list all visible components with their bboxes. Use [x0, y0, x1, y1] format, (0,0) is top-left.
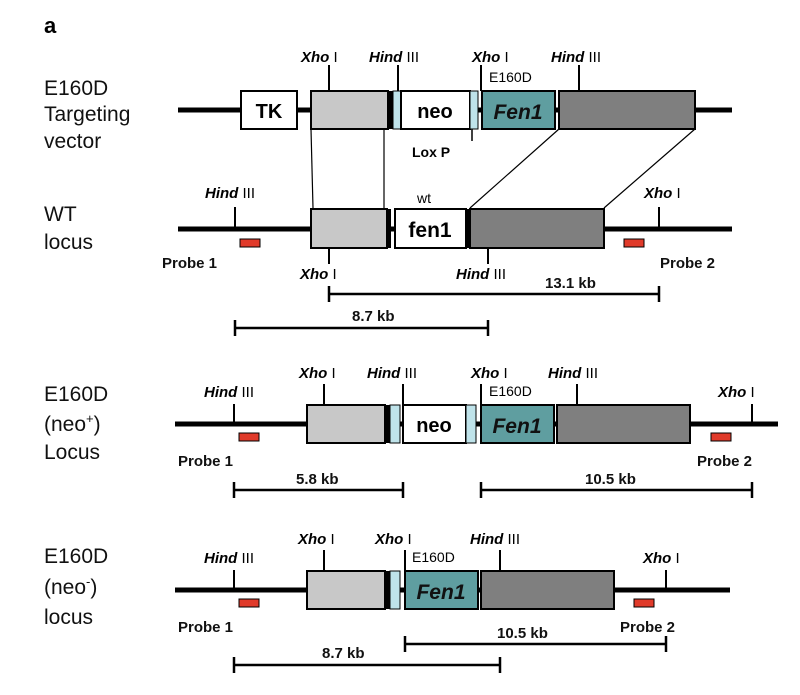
- fen1-mutant-label: Fen1: [492, 415, 541, 438]
- fragment-size-label: 8.7 kb: [322, 645, 365, 662]
- fen1-wt-box: [394, 208, 467, 249]
- row-label-neo-minus-line3: locus: [44, 606, 93, 629]
- fen1-mutant-label: Fen1: [493, 101, 542, 124]
- xho-site-label: Xho I: [374, 531, 412, 548]
- panel-letter: a: [44, 13, 57, 38]
- row-label-neo-plus-line2: (neo+): [44, 411, 101, 436]
- xho-site-label: Xho I: [471, 49, 509, 66]
- hind-site-label: Hind III: [456, 266, 506, 283]
- row-label-neo-plus-line3: Locus: [44, 441, 100, 464]
- probe1-label: Probe 1: [162, 255, 217, 272]
- probe2-marker: [710, 432, 732, 442]
- wt-locus-row: WT locus fen1 wt Hind III Xho I Hind III…: [44, 185, 732, 336]
- e160d-mutation-label: E160D: [489, 383, 532, 399]
- short-arm-box: [306, 404, 386, 444]
- short-arm-box: [310, 208, 388, 249]
- tk-box: [240, 90, 298, 130]
- hind-site-label: Hind III: [369, 49, 419, 66]
- xho-site-label: Xho I: [470, 365, 508, 382]
- wt-allele-label: wt: [416, 190, 431, 206]
- fen1-mutant-box: [480, 404, 555, 444]
- neo-plus-locus-row: E160D (neo+) Locus neo Fen1 Hind III Xho…: [44, 365, 778, 498]
- row-label-wt-line2: locus: [44, 231, 93, 254]
- probe2-label: Probe 2: [620, 619, 675, 636]
- loxp-label: Lox P: [412, 144, 450, 160]
- exon-bar: [385, 571, 390, 609]
- fen1-mutant-box: [481, 90, 556, 130]
- fragment-size-label: 5.8 kb: [296, 471, 339, 488]
- loxp-left-box: [389, 404, 401, 444]
- homology-lines: [310, 128, 696, 209]
- fen1-mutant-label: Fen1: [416, 581, 465, 604]
- row-label-neo-minus-line1: E160D: [44, 545, 108, 568]
- xho-site-label: Xho I: [297, 531, 335, 548]
- neo-box: [400, 90, 471, 130]
- xho-site-label: Xho I: [642, 550, 680, 567]
- hind-site-label: Hind III: [204, 384, 254, 401]
- loxp-box: [389, 570, 401, 610]
- probe1-marker: [238, 432, 260, 442]
- neo-label: neo: [417, 101, 453, 123]
- xho-site-label: Xho I: [300, 49, 338, 66]
- targeting-vector-row: E160D Targeting vector TK neo Fen1 Xho I…: [44, 49, 732, 160]
- fragment-size-label: 10.5 kb: [585, 471, 636, 488]
- probe2-label: Probe 2: [697, 453, 752, 470]
- long-arm-box: [558, 90, 696, 130]
- probe2-marker: [623, 238, 645, 248]
- xho-site-label: Xho I: [298, 365, 336, 382]
- probe1-label: Probe 1: [178, 619, 233, 636]
- row-label-targeting-line2: Targeting: [44, 103, 130, 126]
- neo-minus-locus-row: E160D (neo-) locus Fen1 Hind III Xho I X…: [44, 531, 730, 673]
- long-arm-box: [556, 404, 691, 444]
- probe2-label: Probe 2: [660, 255, 715, 272]
- e160d-mutation-label: E160D: [489, 69, 532, 85]
- probe2-marker: [633, 598, 655, 608]
- hind-site-label: Hind III: [367, 365, 417, 382]
- row-label-neo-minus-line2: (neo-): [44, 574, 97, 599]
- long-arm-box: [469, 208, 605, 249]
- hind-site-label: Hind III: [205, 185, 255, 202]
- homology-line: [310, 128, 314, 209]
- fragment-size-label: 13.1 kb: [545, 275, 596, 292]
- homology-line: [603, 128, 696, 209]
- hind-site-label: Hind III: [204, 550, 254, 567]
- short-arm-box: [306, 570, 386, 610]
- row-label-wt-line1: WT: [44, 203, 77, 226]
- probe1-marker: [238, 598, 260, 608]
- hind-site-label: Hind III: [548, 365, 598, 382]
- exon-bar: [385, 405, 390, 443]
- fragment-size-label: 10.5 kb: [497, 625, 548, 642]
- row-label-neo-plus-line1: E160D: [44, 383, 108, 406]
- exon-bar: [387, 209, 391, 248]
- long-arm-box: [480, 570, 615, 610]
- exon-bar: [466, 209, 470, 248]
- exon-bar: [388, 91, 393, 129]
- loxp-right-box: [465, 404, 477, 444]
- probe1-label: Probe 1: [178, 453, 233, 470]
- tk-label: TK: [256, 101, 283, 123]
- fragment-size-label: 8.7 kb: [352, 308, 395, 325]
- fen1-wt-label: fen1: [408, 219, 452, 242]
- loxp-right-box: [469, 90, 479, 130]
- short-arm-box: [310, 90, 389, 130]
- loxp-left-box: [392, 90, 402, 130]
- fen1-mutant-box: [404, 570, 479, 610]
- xho-site-label: Xho I: [643, 185, 681, 202]
- xho-site-label: Xho I: [717, 384, 755, 401]
- e160d-mutation-label: E160D: [412, 549, 455, 565]
- xho-site-label: Xho I: [299, 266, 337, 283]
- row-label-targeting-line1: E160D: [44, 77, 108, 100]
- row-label-targeting-line3: vector: [44, 130, 101, 153]
- probe1-marker: [239, 238, 261, 248]
- hind-site-label: Hind III: [470, 531, 520, 548]
- homology-line: [469, 128, 560, 209]
- neo-label: neo: [416, 415, 452, 437]
- hind-site-label: Hind III: [551, 49, 601, 66]
